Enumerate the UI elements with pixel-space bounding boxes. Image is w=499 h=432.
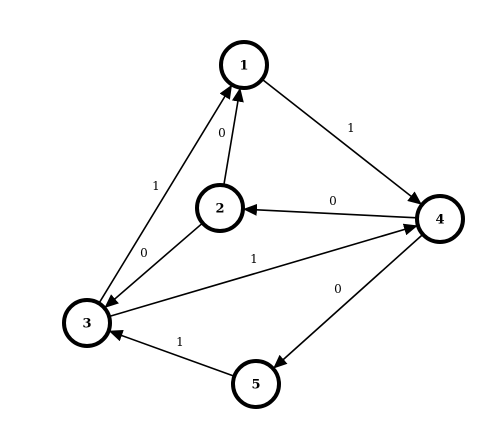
graph-node-2: 2: [195, 183, 245, 233]
node-label-2: 2: [215, 202, 224, 217]
edge-3-to-1: [98, 84, 233, 304]
edge-2-to-1: [223, 87, 244, 186]
edge-5-to-3: [108, 329, 235, 377]
node-label-1: 1: [239, 59, 248, 74]
node-circle-3: [62, 298, 112, 348]
edge-1-to-4: [261, 78, 422, 205]
node-label-3: 3: [82, 317, 91, 332]
node-circle-1: [219, 40, 269, 90]
graph-node-3: 3: [62, 298, 112, 348]
graph-node-5: 5: [231, 359, 281, 409]
graph-node-4: 4: [415, 194, 465, 244]
edge-weight-label-5-to-3: 1: [176, 335, 184, 349]
node-label-5: 5: [251, 378, 260, 393]
node-circle-5: [231, 359, 281, 409]
nodes-layer: 1 2 3 4 5: [62, 40, 465, 409]
edge-weight-label-2-to-1: 0: [218, 126, 226, 140]
node-label-4: 4: [435, 213, 444, 228]
edge-4-to-2: [242, 203, 418, 219]
edge-weight-label-3-to-4: 1: [250, 252, 258, 266]
edge-weight-label-1-to-4: 1: [347, 121, 355, 135]
edge-3-to-4: [108, 223, 418, 318]
edge-weight-label-4-to-2: 0: [329, 194, 337, 208]
edge-weight-label-3-to-1: 1: [152, 179, 160, 193]
edge-weight-label-2-to-3: 0: [140, 246, 148, 260]
node-circle-2: [195, 183, 245, 233]
edge-4-to-5: [273, 233, 424, 369]
edge-weight-label-4-to-5: 0: [334, 282, 342, 296]
node-circle-4: [415, 194, 465, 244]
edge-2-to-3: [104, 222, 204, 308]
graph-node-1: 1: [219, 40, 269, 90]
edges-layer: 1 0 1 0 0 1 0 1: [98, 78, 424, 377]
